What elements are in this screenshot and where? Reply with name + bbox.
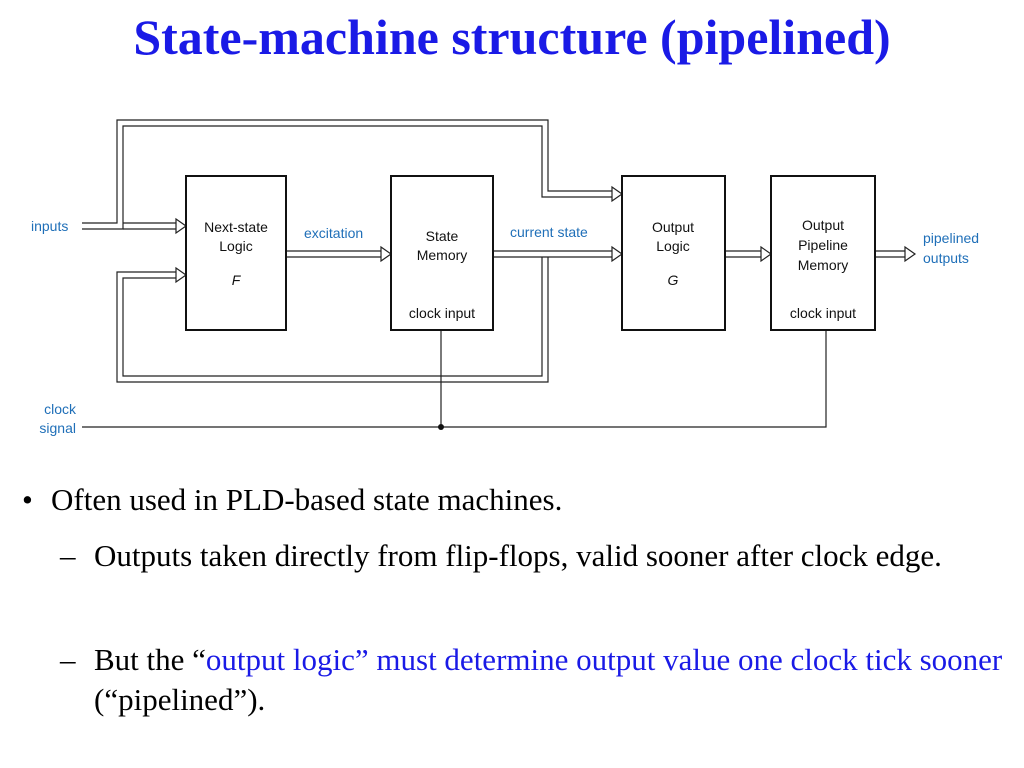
pipelined-label-1: pipelined <box>923 230 979 246</box>
slide-title: State-machine structure (pipelined) <box>133 9 891 65</box>
statememory-label-1: State <box>426 228 459 244</box>
bullet-sub-2-post: (“pipelined”). <box>94 682 266 717</box>
outputlogic-label-2: Logic <box>656 238 689 254</box>
output-logic-block <box>621 175 726 331</box>
current-state-label: current state <box>510 224 588 240</box>
pipelined-label-2: outputs <box>923 250 969 266</box>
arrow-statememory <box>380 245 393 263</box>
feedback-bus-inner <box>122 257 543 377</box>
feedback-bus-outer <box>116 257 549 383</box>
sub-bullet-dash: – <box>60 642 76 677</box>
sub-bullet-dash: – <box>60 538 76 573</box>
arrow-nextstate-feedback <box>175 266 188 284</box>
nextstate-label-2: Logic <box>219 238 252 254</box>
nextstate-symbol: F <box>232 272 242 288</box>
outputlogic-to-pipeline-bus <box>725 250 761 258</box>
arrow-nextstate-inputs <box>175 217 188 235</box>
excitation-label: excitation <box>304 225 363 241</box>
pipelined-outputs-bus <box>875 250 905 258</box>
clock-signal-line <box>82 331 827 428</box>
clock-junction-dot <box>438 424 444 430</box>
pipeline-label-3: Memory <box>798 257 849 273</box>
clock-label-2: signal <box>39 420 76 436</box>
pipeline-label-2: Pipeline <box>798 237 848 253</box>
outputlogic-label-1: Output <box>652 219 694 235</box>
bullet-sub-2-emphasis: output logic” must determine output valu… <box>205 642 1003 677</box>
arrow-pipeline <box>760 245 773 263</box>
current-state-bus <box>493 250 612 258</box>
next-state-logic-block <box>185 175 287 331</box>
clock-label-1: clock <box>44 401 77 417</box>
inputs-to-nextstate <box>123 222 176 230</box>
outputlogic-symbol: G <box>668 272 679 288</box>
pipeline-label-1: Output <box>802 217 844 233</box>
state-machine-diagram: Next-state Logic F State Memory clock in… <box>31 119 979 436</box>
bullet-sub-2-text: But the “output logic” must determine ou… <box>94 640 1004 720</box>
pipeline-clock-input: clock input <box>790 305 856 321</box>
statememory-clock-input: clock input <box>409 305 475 321</box>
state-memory-block <box>390 175 494 331</box>
output-pipeline-memory-block <box>770 175 876 331</box>
bullet-sub-2-pre: But the “ <box>94 642 206 677</box>
nextstate-label-1: Next-state <box>204 219 268 235</box>
inputs-bus-inner <box>82 125 612 230</box>
inputs-bus-outer <box>82 119 612 224</box>
bullet-sub-1-text: Outputs taken directly from flip-flops, … <box>94 538 942 573</box>
arrow-outputlogic-top <box>611 185 624 203</box>
bullet-main-text: Often used in PLD-based state machines. <box>51 482 563 517</box>
inputs-label: inputs <box>31 218 68 234</box>
statememory-label-2: Memory <box>417 247 468 263</box>
excitation-bus <box>286 250 381 258</box>
arrow-pipelined-outputs <box>904 245 917 263</box>
arrow-outputlogic-state <box>611 245 624 263</box>
bullet-dot: • <box>22 482 33 517</box>
